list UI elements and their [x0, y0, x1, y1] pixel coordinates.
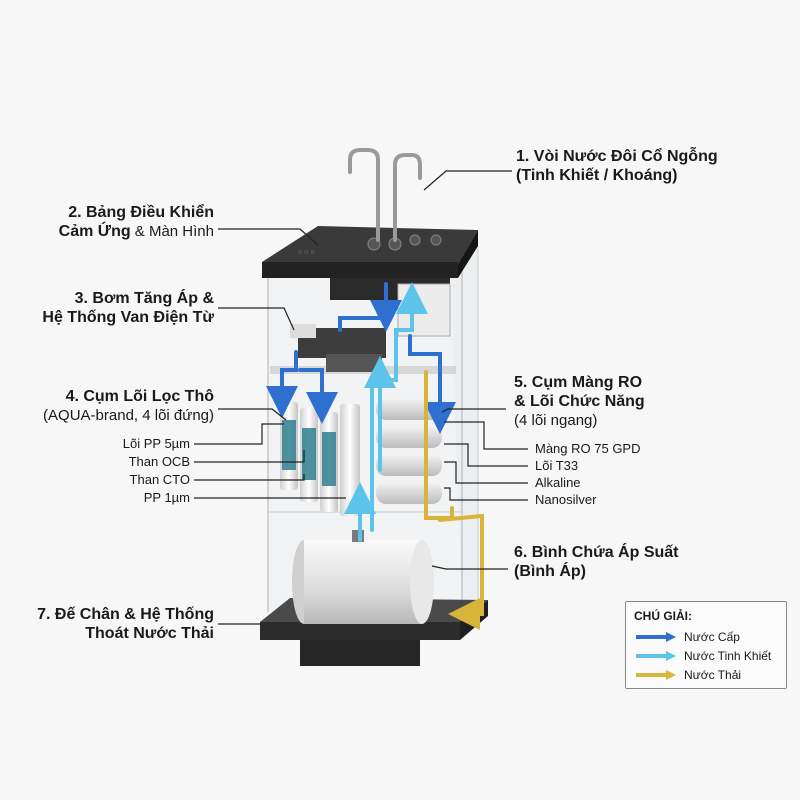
- legend-arrow-pure-icon: [636, 651, 676, 661]
- pressure-tank: [292, 530, 434, 624]
- legend-arrow-feed-icon: [636, 632, 676, 642]
- label-base-subtitle: Thoát Nước Thải: [85, 624, 214, 642]
- label-tank-subtitle: (Bình Áp): [514, 562, 586, 580]
- label-faucet-subtitle: (Tinh Khiết / Khoáng): [516, 166, 678, 184]
- label-tank: 6. Bình Chứa Áp Suất (Bình Áp): [514, 544, 678, 582]
- pure-water-flow: [344, 282, 428, 542]
- label-base-title: 7. Đế Chân & Hệ Thống: [37, 606, 214, 623]
- legend-title: CHÚ GIẢI:: [634, 609, 692, 623]
- label-panel-touch: Cảm Ứng: [58, 222, 131, 240]
- prefilter-item: PP 1µm: [143, 490, 190, 505]
- legend-label: Nước Thải: [684, 668, 742, 682]
- legend-arrow-waste-icon: [636, 670, 676, 680]
- ro-item: Lõi T33: [535, 458, 579, 473]
- label-panel-screen: & Màn Hình: [130, 222, 214, 240]
- label-pump: 3. Bơm Tăng Áp & Hệ Thống Van Điện Từ: [42, 290, 214, 328]
- label-ro-subtitle: & Lõi Chức Năng: [514, 392, 645, 410]
- feed-water-flow: [266, 282, 456, 434]
- label-prefilter-subtitle: (AQUA-brand, 4 lõi đứng): [43, 406, 214, 424]
- label-panel: 2. Bảng Điều Khiển Cảm Ứng & Màn Hình: [59, 204, 214, 242]
- legend-label: Nước Tinh Khiết: [684, 649, 772, 663]
- label-pump-title: 3. Bơm Tăng Áp &: [74, 290, 214, 307]
- prefilter-item: Than OCB: [128, 454, 190, 469]
- ro-item: Màng RO 75 GPD: [535, 441, 641, 456]
- svg-text:○ ○ ○: ○ ○ ○: [298, 249, 315, 256]
- ro-item-list: Màng RO 75 GPD Lõi T33 Alkaline Nanosilv…: [535, 440, 641, 508]
- label-ro-note: (4 lõi ngang): [514, 411, 598, 429]
- prefilter-item: Lõi PP 5µm: [122, 436, 190, 451]
- base-stand: [260, 598, 488, 666]
- prefilter-item: Than CTO: [129, 472, 190, 487]
- control-panel: ○ ○ ○: [262, 226, 478, 300]
- legend-label: Nước Cấp: [684, 630, 740, 644]
- legend-item-pure: Nước Tinh Khiết: [634, 648, 771, 664]
- leader-lines: [194, 170, 528, 625]
- label-ro: 5. Cụm Màng RO & Lõi Chức Năng (4 lõi ng…: [514, 374, 645, 429]
- label-base: 7. Đế Chân & Hệ Thống Thoát Nước Thải: [37, 606, 214, 644]
- gooseneck-faucets: [348, 148, 422, 242]
- label-tank-title: 6. Bình Chứa Áp Suất: [514, 544, 679, 561]
- legend-item-waste: Nước Thải: [634, 667, 741, 683]
- ro-item: Alkaline: [535, 475, 581, 490]
- pump-valves: [270, 283, 456, 374]
- legend-item-feed: Nước Cấp: [634, 629, 740, 645]
- ro-item: Nanosilver: [535, 492, 597, 507]
- label-panel-title: 2. Bảng Điều Khiển: [68, 204, 214, 221]
- label-faucet: 1. Vòi Nước Đôi Cổ Ngỗng (Tinh Khiết / K…: [516, 148, 718, 186]
- label-pump-subtitle: Hệ Thống Van Điện Từ: [42, 308, 214, 326]
- prefilter-item-list: Lõi PP 5µm Than OCB Than CTO PP 1µm: [123, 435, 190, 507]
- label-prefilter: 4. Cụm Lõi Lọc Thô (AQUA-brand, 4 lõi đứ…: [43, 388, 214, 425]
- label-prefilter-title: 4. Cụm Lõi Lọc Thô: [65, 388, 214, 405]
- legend-box: CHÚ GIẢI: Nước Cấp Nước Tinh Khiết Nước …: [625, 601, 787, 689]
- waste-water-flow: [424, 370, 484, 630]
- label-ro-title: 5. Cụm Màng RO: [514, 374, 643, 391]
- label-faucet-title: 1. Vòi Nước Đôi Cổ Ngỗng: [516, 148, 718, 165]
